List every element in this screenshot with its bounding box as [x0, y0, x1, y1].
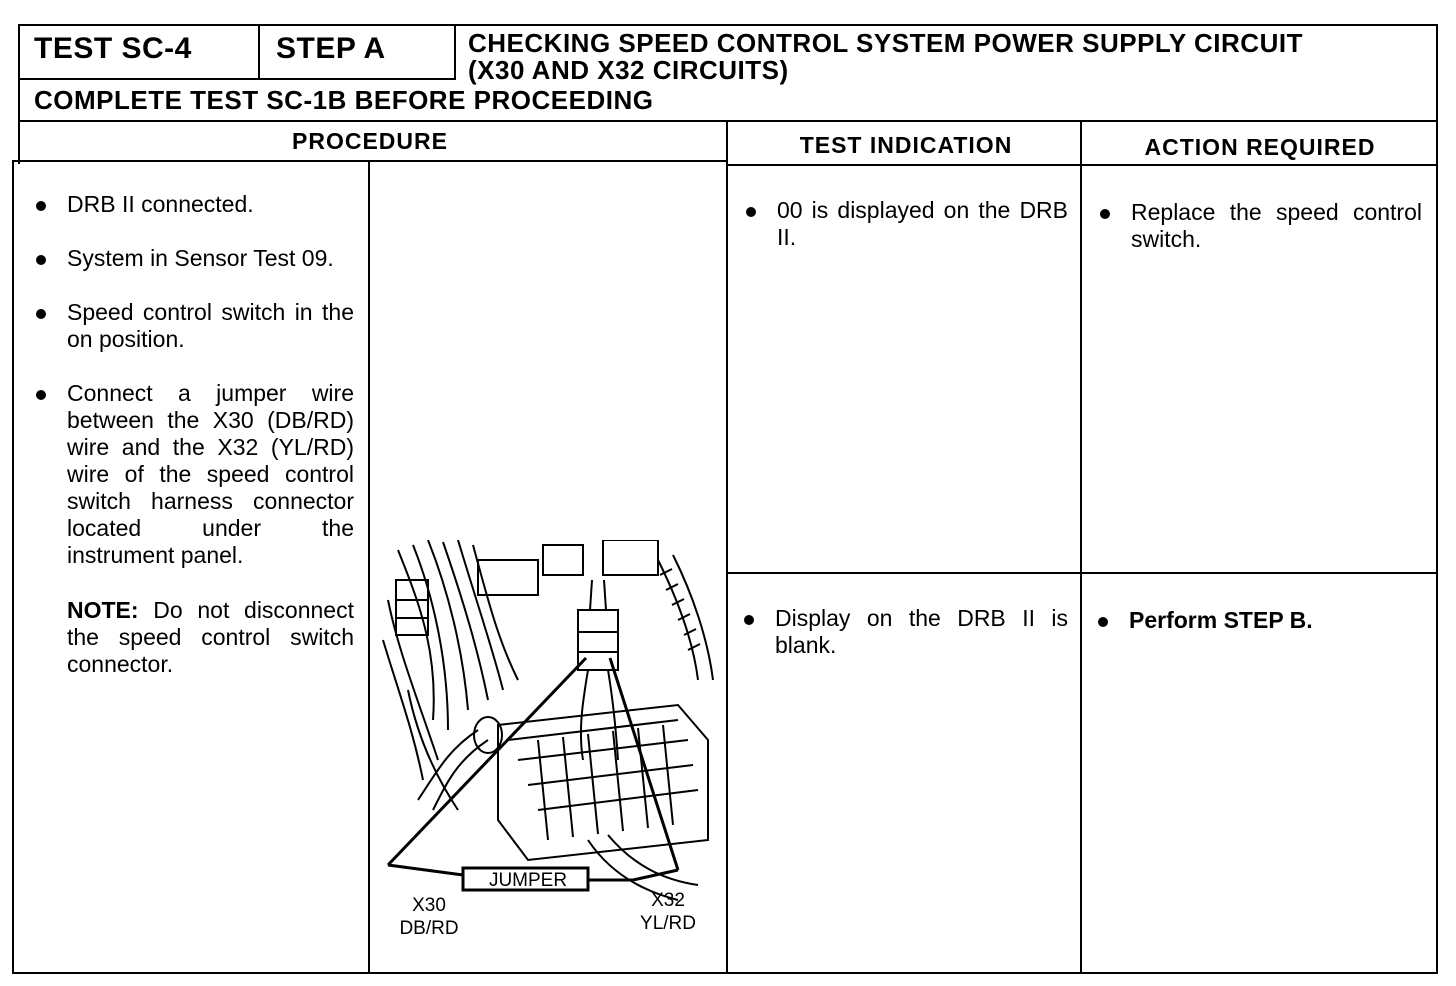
action-column-header: ACTION REQUIRED [1144, 134, 1376, 160]
procedure-step: Connect a jumper wire between the X30 (D… [22, 380, 354, 569]
step-label: STEP A [276, 32, 386, 65]
procedure-note: NOTE: Do not disconnect the speed contro… [67, 597, 354, 678]
jumper-wiring-illustration: JUMPER X30 DB/RD X32 YL/RD [378, 539, 718, 950]
procedure-header-rule [12, 160, 728, 162]
procedure-step: DRB II connected. [22, 191, 354, 218]
indication-column-header: TEST INDICATION [799, 132, 1013, 158]
header-divider-2 [454, 24, 456, 80]
divider-procedure-text-figure [368, 160, 370, 974]
test-id: TEST SC-4 [34, 32, 192, 65]
header-box-bottom [18, 78, 456, 80]
indication-text: 00 is displayed on the DRB II. [732, 197, 1068, 251]
action-text: Replace the speed control switch. [1086, 199, 1422, 253]
action-text: Perform STEP B. [1084, 607, 1422, 634]
harness-drawing [382, 539, 714, 901]
x32-color-label: YL/RD [640, 913, 696, 934]
procedure-step: Speed control switch in the on position. [22, 299, 354, 353]
procedure-step: System in Sensor Test 09. [22, 245, 354, 272]
border-top [18, 24, 1438, 26]
indication-row-2: Display on the DRB II is blank. [730, 605, 1068, 686]
jumper-label: JUMPER [488, 870, 568, 891]
x30-wire-label: X30 [412, 895, 446, 916]
title-line-1: CHECKING SPEED CONTROL SYSTEM POWER SUPP… [468, 28, 1303, 58]
header-rule [18, 120, 1438, 122]
border-left-lower [12, 162, 14, 974]
prerequisite-note: COMPLETE TEST SC-1B BEFORE PROCEEDING [34, 85, 654, 115]
title-line-2: (X30 AND X32 CIRCUITS) [468, 55, 789, 85]
procedure-list: DRB II connected. System in Sensor Test … [22, 191, 354, 678]
action-row-1: Replace the speed control switch. [1086, 199, 1422, 280]
border-right [1436, 24, 1438, 974]
indication-row-1: 00 is displayed on the DRB II. [732, 197, 1068, 278]
divider-indication-action [1080, 120, 1082, 974]
x32-wire-label: X32 [651, 890, 685, 911]
divider-procedure-indication [726, 120, 728, 974]
header-divider-1 [258, 24, 260, 80]
border-bottom [12, 972, 1438, 974]
border-left [18, 24, 20, 164]
procedure-column-header: PROCEDURE [292, 128, 448, 154]
indication-header-rule [728, 164, 1438, 166]
note-text: Do not disconnect the speed control swit… [67, 597, 354, 677]
note-label: NOTE: [67, 597, 139, 623]
action-row-2: Perform STEP B. [1084, 607, 1422, 661]
indication-text: Display on the DRB II is blank. [730, 605, 1068, 659]
row-divider [728, 572, 1438, 574]
x30-color-label: DB/RD [399, 918, 459, 939]
